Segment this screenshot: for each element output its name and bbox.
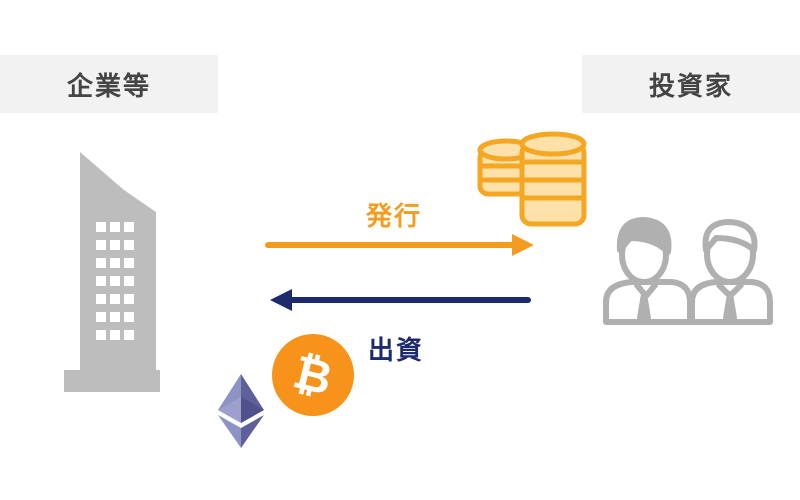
building-icon [64, 152, 160, 392]
invest-label: 出資 [368, 336, 425, 366]
coin-stack-icon [477, 131, 587, 227]
ethereum-icon [218, 374, 264, 448]
bitcoin-icon: ₿ [272, 334, 354, 416]
company-label-box: 企業等 [0, 55, 218, 113]
investors-icon [603, 217, 773, 325]
invest-arrow [270, 289, 531, 311]
investor-label: 投資家 [648, 71, 733, 102]
issue-arrow [265, 234, 534, 256]
company-label: 企業等 [66, 71, 151, 102]
investor-label-box: 投資家 [582, 55, 800, 113]
issue-label: 発行 [366, 202, 423, 232]
